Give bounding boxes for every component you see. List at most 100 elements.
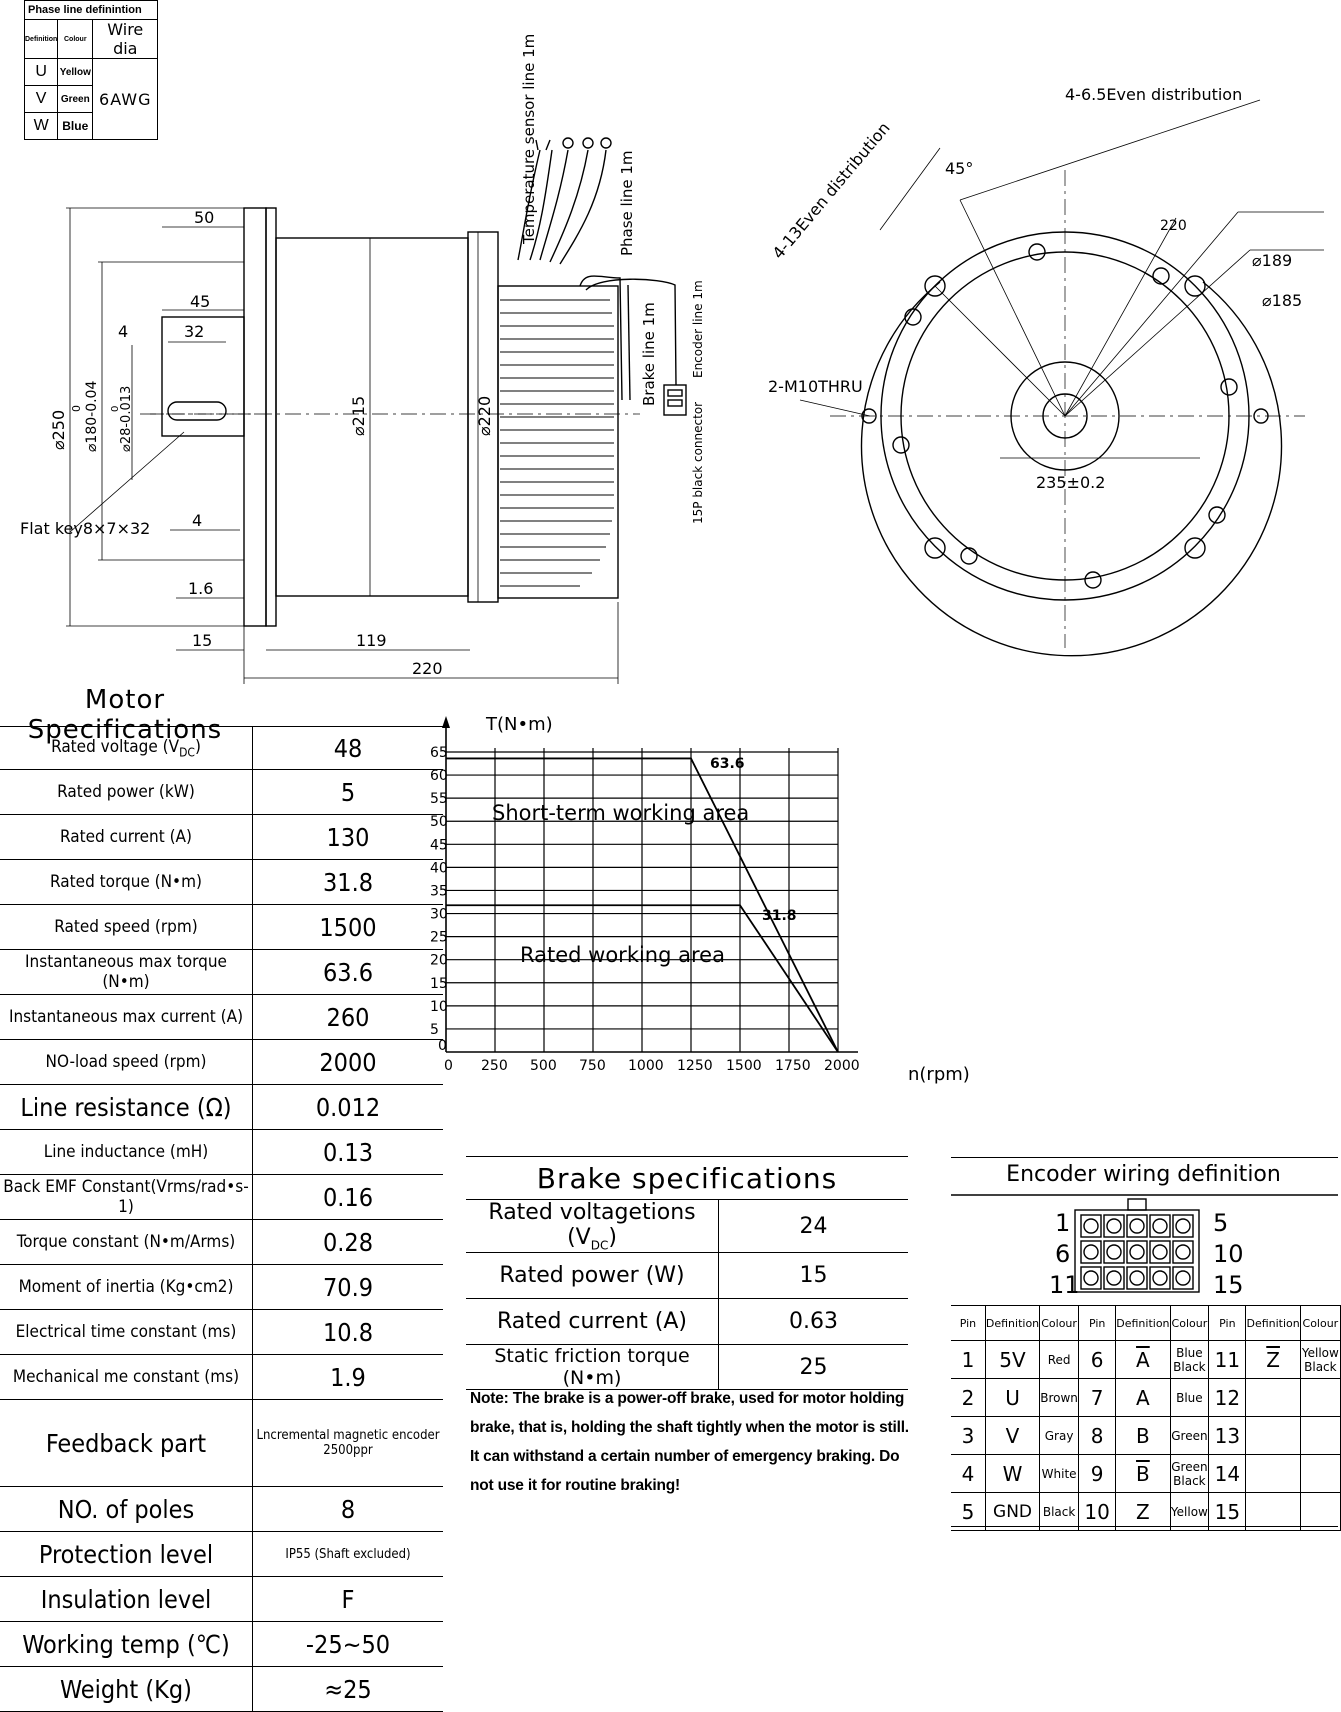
connector-pin-hole bbox=[1106, 1218, 1122, 1234]
encoder-header-cell: Colour bbox=[1169, 1305, 1210, 1341]
brake-value-friction: 25 bbox=[718, 1344, 908, 1391]
motor-spec-row: Back EMF Constant(Vrms/rad•s-1)0.16 bbox=[0, 1174, 443, 1220]
motor-spec-label: NO-load speed (rpm) bbox=[0, 1039, 253, 1085]
encoder-colour: Yellow bbox=[1169, 1492, 1210, 1531]
brake-note: Note: The brake is a power-off brake, us… bbox=[470, 1390, 909, 1494]
brake-label-friction: Static friction torque (N•m) bbox=[466, 1344, 719, 1391]
motor-spec-value: IP55 (Shaft excluded) bbox=[252, 1531, 443, 1577]
encoder-definition: Z bbox=[1245, 1340, 1301, 1379]
chart-annotation-31-8: 31.8 bbox=[762, 908, 797, 924]
motor-spec-label: Rated torque (N•m) bbox=[0, 859, 253, 905]
encoder-header-cell: Definition bbox=[1245, 1305, 1301, 1341]
motor-spec-label: Protection level bbox=[0, 1531, 253, 1577]
dim-32: 32 bbox=[184, 322, 204, 341]
encoder-colour: Brown bbox=[1039, 1378, 1080, 1417]
encoder-colour: Green Black bbox=[1169, 1454, 1210, 1493]
motor-spec-row: Rated current (A)130 bbox=[0, 814, 443, 860]
connector-pin-hole bbox=[1106, 1244, 1122, 1260]
flat-key-label: Flat key8×7×32 bbox=[20, 519, 150, 538]
chart-x-axis-label: n(rpm) bbox=[908, 1064, 970, 1085]
connector-pin bbox=[1172, 1214, 1194, 1238]
encoder-pin: 14 bbox=[1208, 1454, 1247, 1493]
chart-y-tick-label: 65 bbox=[430, 745, 448, 761]
motor-spec-value: 0.16 bbox=[252, 1174, 443, 1220]
encoder-pin: 12 bbox=[1208, 1378, 1247, 1417]
angle-label: 45° bbox=[945, 159, 973, 178]
encoder-definition: 5V bbox=[984, 1340, 1041, 1379]
encoder-definition: B bbox=[1115, 1454, 1171, 1493]
chart-grid bbox=[442, 716, 858, 1053]
motor-spec-row: Line resistance (Ω)0.012 bbox=[0, 1084, 443, 1130]
encoder-pin: 5 bbox=[951, 1492, 986, 1531]
motor-spec-row: Rated torque (N•m)31.8 bbox=[0, 859, 443, 905]
encoder-header-cell: Colour bbox=[1039, 1305, 1080, 1341]
motor-spec-value: 31.8 bbox=[252, 859, 443, 905]
dim-phi220: ⌀220 bbox=[475, 396, 494, 436]
connector-pin-hole bbox=[1152, 1218, 1168, 1234]
dim-phi180-tol: 0 bbox=[70, 405, 83, 412]
chart-y-tick-label: 25 bbox=[430, 930, 448, 946]
dim-50: 50 bbox=[194, 208, 214, 227]
chart-y-tick-label: 20 bbox=[430, 953, 448, 969]
dim-45: 45 bbox=[190, 292, 210, 311]
encoder-line-label: Encoder line 1m bbox=[691, 280, 705, 378]
motor-spec-value: 0.28 bbox=[252, 1219, 443, 1265]
encoder-colour bbox=[1299, 1378, 1341, 1417]
motor-spec-value: 1.9 bbox=[252, 1354, 443, 1400]
encoder-definition bbox=[1245, 1416, 1301, 1455]
encoder-title: Encoder wiring definition bbox=[1006, 1162, 1281, 1187]
phase-wire-dia-value: 6AWG bbox=[92, 58, 159, 140]
phase-def-w: W bbox=[23, 112, 59, 140]
motor-spec-value: 5 bbox=[252, 769, 443, 815]
dim-1-6: 1.6 bbox=[188, 579, 213, 598]
connector-pin bbox=[1149, 1266, 1171, 1290]
chart-y-tick-label: 0 bbox=[438, 1038, 447, 1054]
motor-spec-label: Insulation level bbox=[0, 1576, 253, 1622]
encoder-header-cell: Definition bbox=[1115, 1305, 1171, 1341]
dim-phi250: ⌀250 bbox=[49, 410, 68, 450]
encoder-colour bbox=[1299, 1416, 1341, 1455]
chart-y-tick-label: 30 bbox=[430, 907, 448, 923]
encoder-pin: 8 bbox=[1078, 1416, 1117, 1455]
brake-line-label: Brake line 1m bbox=[640, 302, 658, 406]
dim-220-front: 220 bbox=[1160, 218, 1187, 234]
chart-y-tick-label: 60 bbox=[430, 768, 448, 784]
motor-spec-value: 10.8 bbox=[252, 1309, 443, 1355]
connector-pin bbox=[1126, 1266, 1148, 1290]
chart-series-line-1 bbox=[446, 904, 839, 1053]
connector-pin-hole bbox=[1175, 1270, 1191, 1286]
encoder-definition: V bbox=[984, 1416, 1041, 1455]
encoder-colour: Gray bbox=[1039, 1416, 1080, 1455]
motor-spec-row: Rated speed (rpm)1500 bbox=[0, 904, 443, 950]
encoder-colour: Blue Black bbox=[1169, 1340, 1210, 1379]
connector-pin bbox=[1080, 1240, 1102, 1264]
motor-spec-row: Line inductance (mH)0.13 bbox=[0, 1129, 443, 1175]
encoder-definition: W bbox=[984, 1454, 1041, 1493]
holes-a-label: 4-6.5Even distribution bbox=[1065, 85, 1242, 104]
encoder-header-cell: Colour bbox=[1299, 1305, 1341, 1341]
connector-pin-hole bbox=[1175, 1244, 1191, 1260]
chart-series bbox=[446, 757, 839, 1053]
encoder-colour: Red bbox=[1039, 1340, 1080, 1379]
dim-phi215: ⌀215 bbox=[349, 396, 368, 436]
encoder-pin: 9 bbox=[1078, 1454, 1117, 1493]
connector-pin-hole bbox=[1106, 1270, 1122, 1286]
brake-label-current: Rated current (A) bbox=[466, 1298, 719, 1346]
motor-spec-label: Working temp (℃) bbox=[0, 1621, 253, 1667]
dim-phi28-tol: 0 bbox=[110, 406, 121, 412]
encoder-pin: 15 bbox=[1208, 1492, 1247, 1531]
connector-pin-hole bbox=[1152, 1270, 1168, 1286]
connector-pin bbox=[1172, 1266, 1194, 1290]
connector-label: 15P black connector bbox=[691, 402, 705, 524]
connector-pin-hole bbox=[1152, 1244, 1168, 1260]
motor-spec-label: Mechanical me constant (ms) bbox=[0, 1354, 253, 1400]
encoder-header-cell: Pin bbox=[951, 1305, 986, 1341]
phase-colour-u: Yellow bbox=[57, 58, 94, 86]
connector-pin-hole bbox=[1083, 1270, 1099, 1286]
